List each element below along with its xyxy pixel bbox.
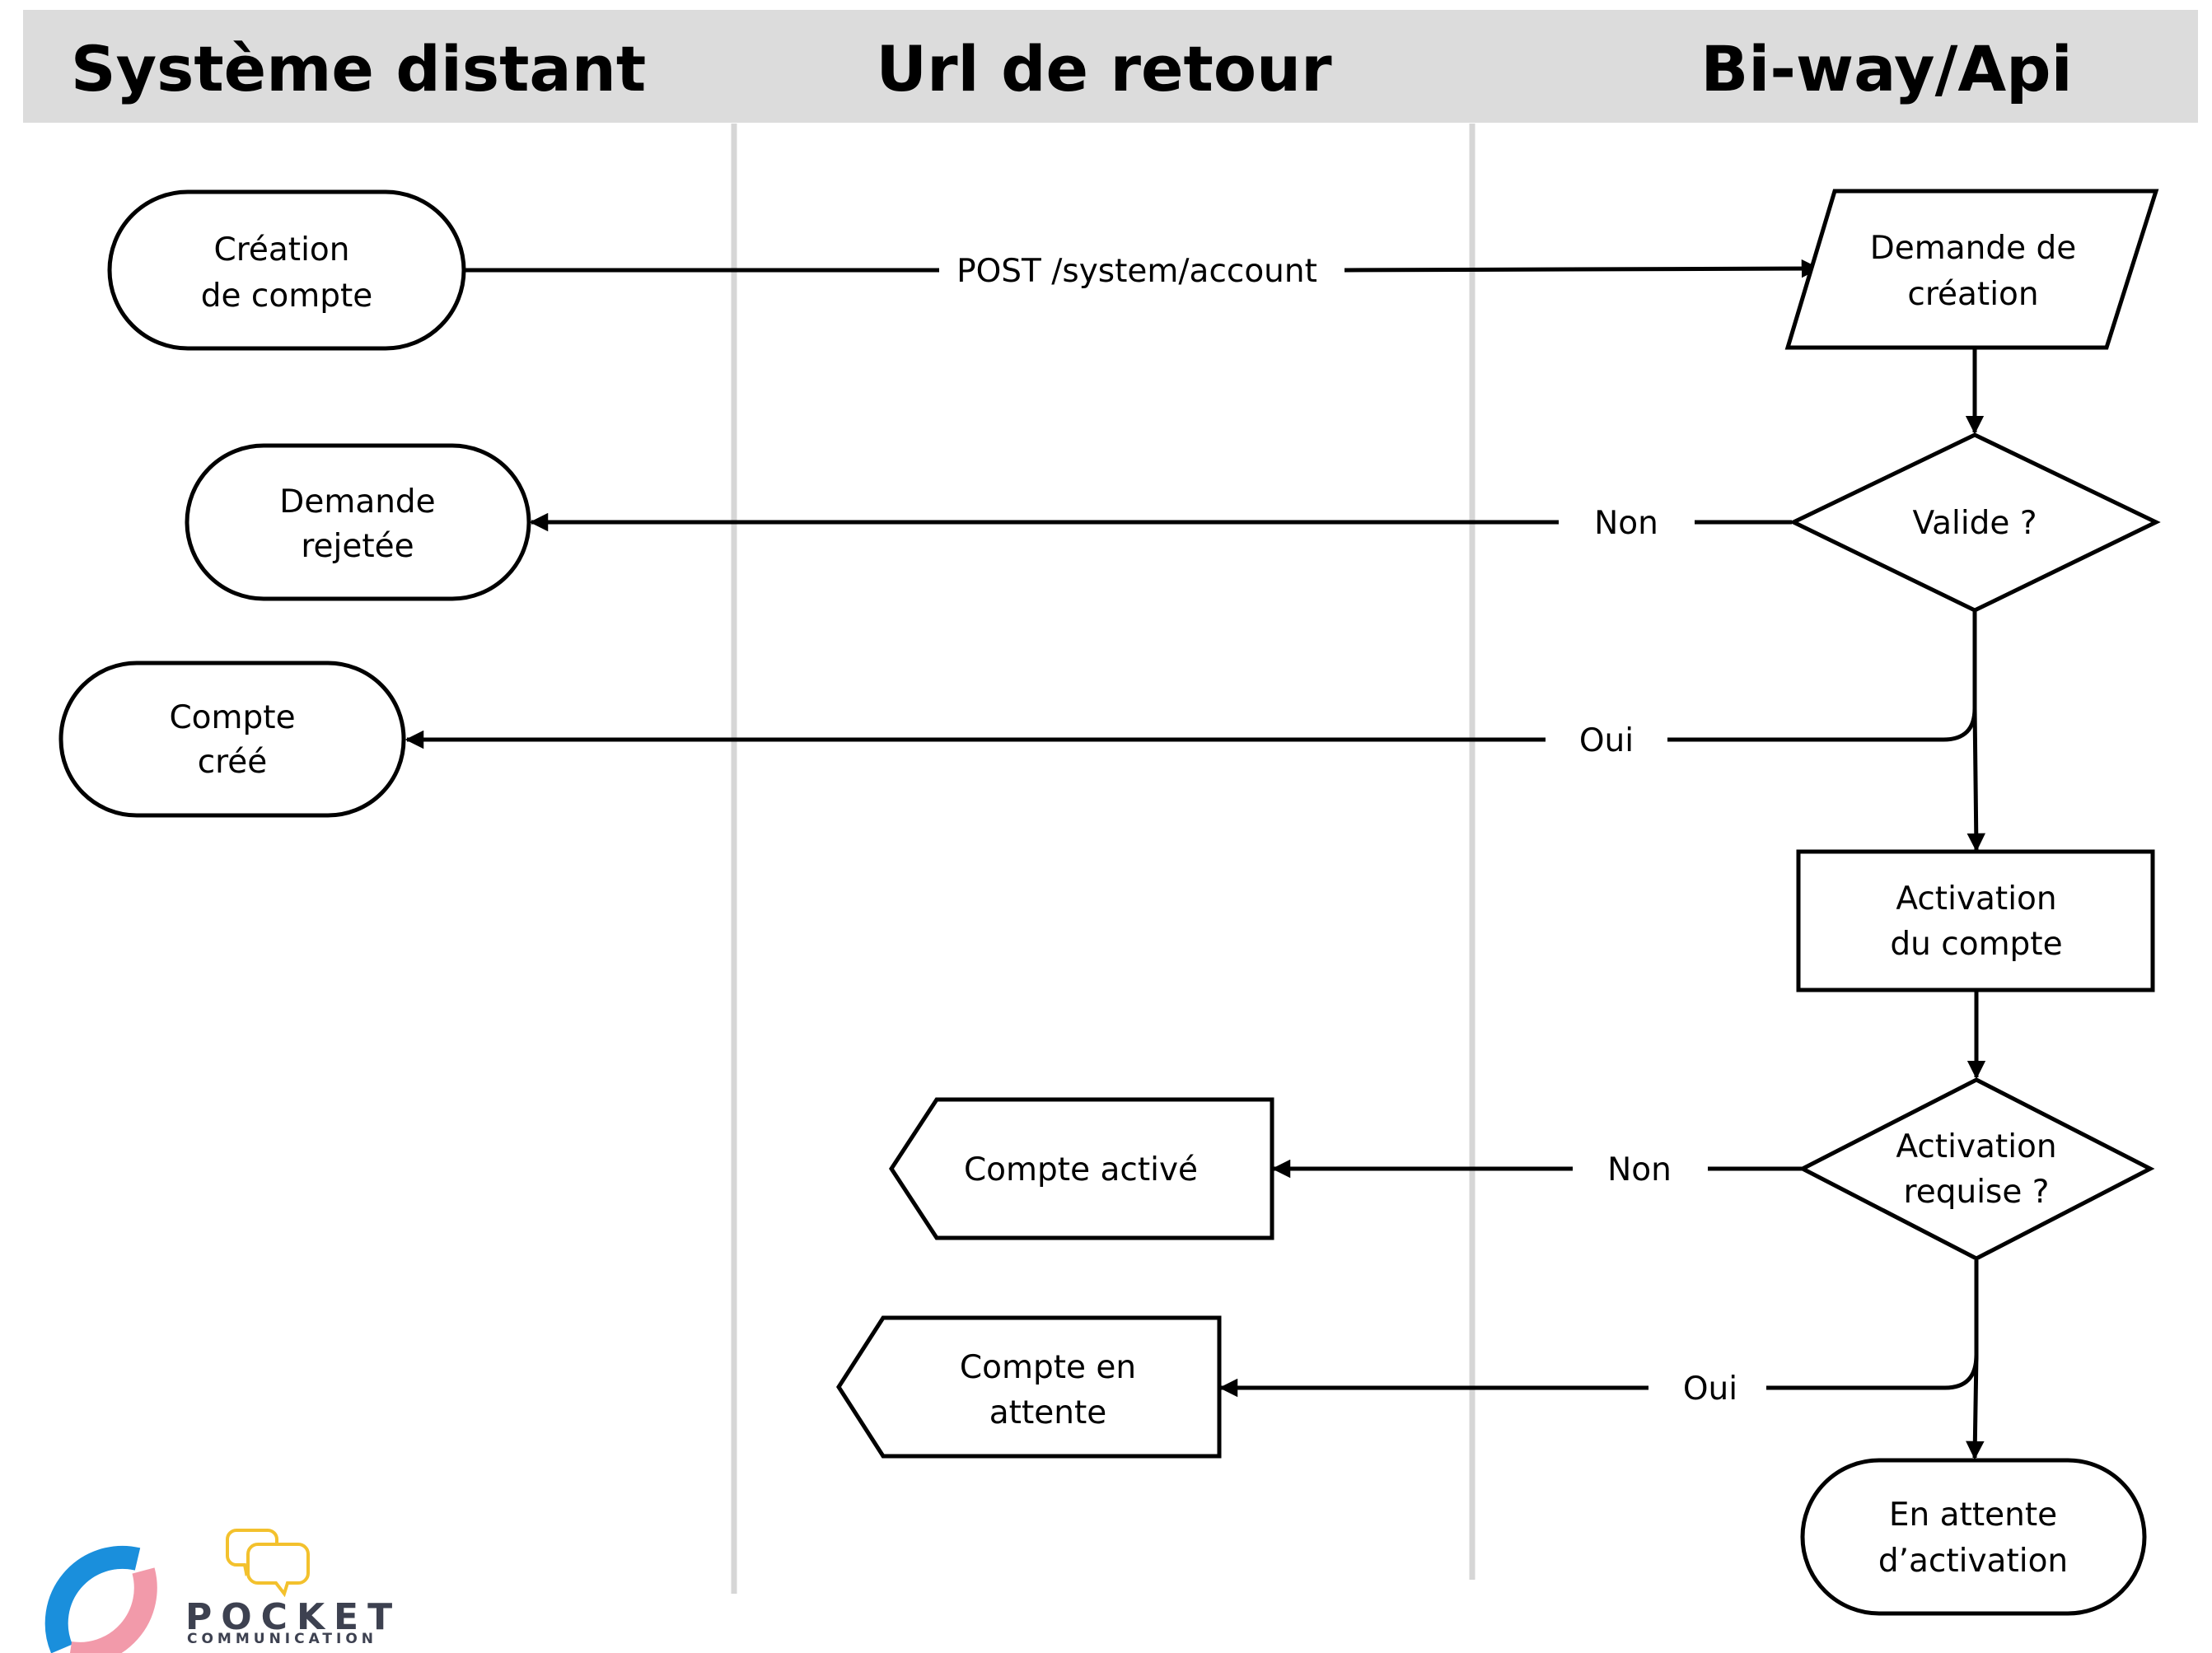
- ring-logo-pink-arc: [70, 1567, 157, 1653]
- speech-bubble-icon: [246, 1543, 310, 1598]
- edge-label-act-no: Non: [1607, 1151, 1672, 1188]
- logo-subtitle: COMMUNICATION: [187, 1631, 377, 1647]
- node-account-created-line-2: créé: [198, 744, 268, 781]
- node-activation-required-line-2: requise ?: [1904, 1174, 2050, 1211]
- node-account-creation: [107, 189, 466, 351]
- pocket-communication-logo: POCKET COMMUNICATION: [185, 1529, 401, 1647]
- node-account-creation-line-2: de compte: [201, 278, 372, 315]
- edge-label-act-yes: Oui: [1683, 1370, 1737, 1408]
- edge-act-to-awaiting: [1966, 1354, 1985, 1460]
- node-creation-request-line-2: création: [1907, 276, 2038, 313]
- node-account-pending-line-2: attente: [989, 1394, 1106, 1431]
- edge-label-post: POST /system/account: [956, 253, 1317, 290]
- node-account-pending-line-1: Compte en: [960, 1349, 1136, 1386]
- ring-logo: [44, 1545, 157, 1653]
- edge-act-yes-a: [1766, 1260, 1979, 1390]
- lane-title-return-url: Url de retour: [876, 32, 1332, 105]
- lane-title-remote-system: Système distant: [71, 32, 646, 105]
- node-account-pending: [836, 1315, 1222, 1459]
- edge-label-valid-no: Non: [1594, 505, 1658, 542]
- node-account-created-line-1: Compte: [169, 699, 295, 736]
- node-creation-request-line-1: Demande de: [1870, 230, 2077, 267]
- header-band: [23, 10, 2198, 123]
- node-awaiting-activation-line-1: En attente: [1889, 1497, 2057, 1534]
- node-account-activation: [1796, 849, 2155, 992]
- node-request-rejected-line-1: Demande: [279, 483, 435, 521]
- node-account-creation-line-1: Création: [213, 231, 349, 268]
- edge-valid-to-activation: [1966, 707, 1986, 852]
- logo-wordmark: POCKET: [185, 1596, 401, 1638]
- node-awaiting-activation: [1800, 1458, 2147, 1616]
- node-account-activated: [889, 1097, 1274, 1240]
- node-awaiting-activation-line-2: d’activation: [1878, 1543, 2068, 1580]
- node-activation-required-decision: [1798, 1077, 2155, 1261]
- edge-post-end: [1344, 259, 1821, 278]
- node-activation-required-line-1: Activation: [1896, 1128, 2056, 1165]
- lane-title-biway-api: Bi-way/Api: [1700, 32, 2072, 105]
- node-account-activation-line-2: du compte: [1890, 926, 2062, 963]
- edge-label-valid-yes: Oui: [1579, 722, 1634, 759]
- ring-logo-blue-arc: [44, 1545, 141, 1653]
- node-valid-decision-label: Valide ?: [1912, 505, 2037, 542]
- node-valid-decision: [1789, 432, 2161, 613]
- node-creation-request: [1784, 189, 2159, 350]
- node-request-rejected: [185, 443, 531, 601]
- node-account-activated-label: Compte activé: [964, 1151, 1198, 1188]
- node-request-rejected-line-2: rejetée: [301, 528, 414, 565]
- node-account-activation-line-1: Activation: [1896, 880, 2056, 918]
- node-account-created: [58, 661, 406, 818]
- edge-valid-yes-a: [1667, 611, 1977, 742]
